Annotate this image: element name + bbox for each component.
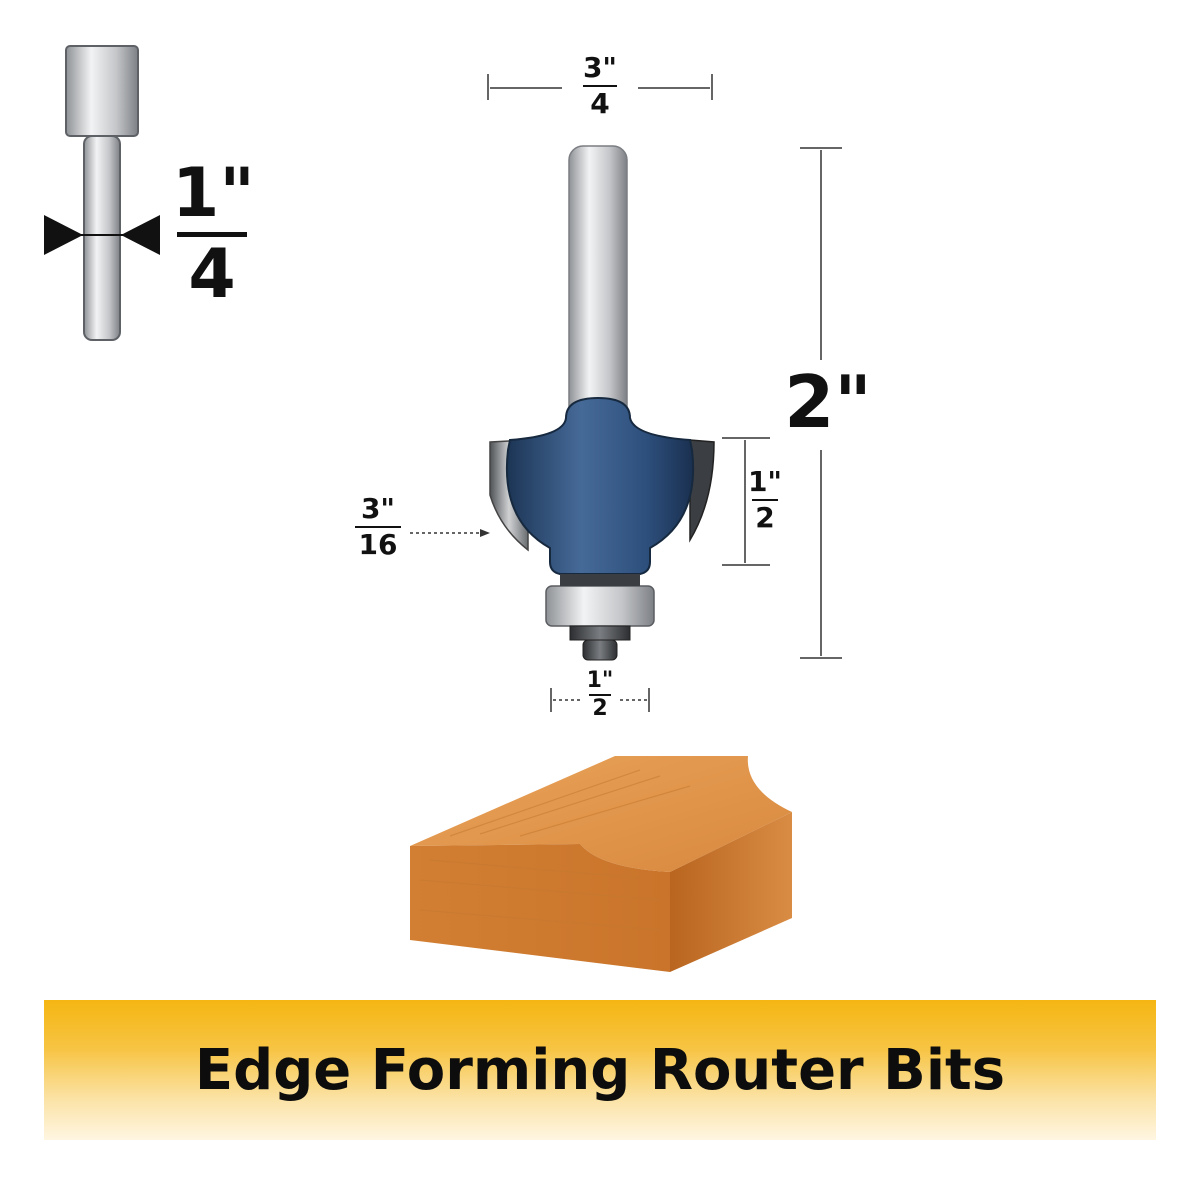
shank-size-icon — [44, 45, 160, 341]
shank-diameter-denominator: 4 — [188, 235, 236, 314]
fraction-bar — [589, 694, 611, 696]
cutting-length-numerator: 1" — [747, 465, 783, 498]
shank-diameter-label: 1" 4 — [172, 154, 255, 314]
fraction-bar — [752, 499, 778, 501]
bit-body — [506, 396, 694, 575]
router-bit-illustration — [489, 145, 715, 661]
radius-label: 3" 16 — [342, 495, 414, 559]
cutting-length-denominator: 2 — [755, 501, 775, 534]
arrow-right-icon — [44, 215, 83, 255]
radius-numerator: 3" — [360, 492, 396, 525]
bearing-collar — [560, 574, 640, 586]
bearing-screw-head — [569, 625, 631, 641]
category-banner: Edge Forming Router Bits — [44, 1000, 1156, 1140]
bearing-diameter-label: 1" 2 — [575, 670, 625, 720]
dimension-lines — [410, 74, 842, 712]
fraction-bar — [355, 526, 401, 528]
arrow-left-icon — [121, 215, 160, 255]
cutting-width-denominator: 4 — [590, 87, 610, 120]
bearing-diameter-denominator: 2 — [592, 696, 608, 721]
cutting-length-label: 1" 2 — [735, 468, 795, 532]
bit-shank — [568, 145, 628, 425]
wood-profile-illustration — [410, 756, 792, 972]
wood-side-face — [670, 812, 792, 972]
carbide-edge-right — [689, 439, 715, 543]
radius-denominator: 16 — [358, 528, 398, 561]
fraction-bar — [177, 232, 247, 237]
wood-front-face — [410, 844, 670, 972]
bearing-diameter-numerator: 1" — [586, 668, 614, 693]
overall-length-label: 2" — [784, 360, 872, 444]
fraction-bar — [583, 85, 617, 87]
wood-top-face — [410, 756, 792, 872]
cutting-width-label: 3" 4 — [560, 54, 640, 118]
bearing-screw — [582, 639, 618, 661]
bearing — [545, 585, 655, 627]
banner-title: Edge Forming Router Bits — [194, 1038, 1006, 1103]
cutting-width-numerator: 3" — [582, 51, 618, 84]
shank-diameter-numerator: 1" — [172, 154, 255, 233]
